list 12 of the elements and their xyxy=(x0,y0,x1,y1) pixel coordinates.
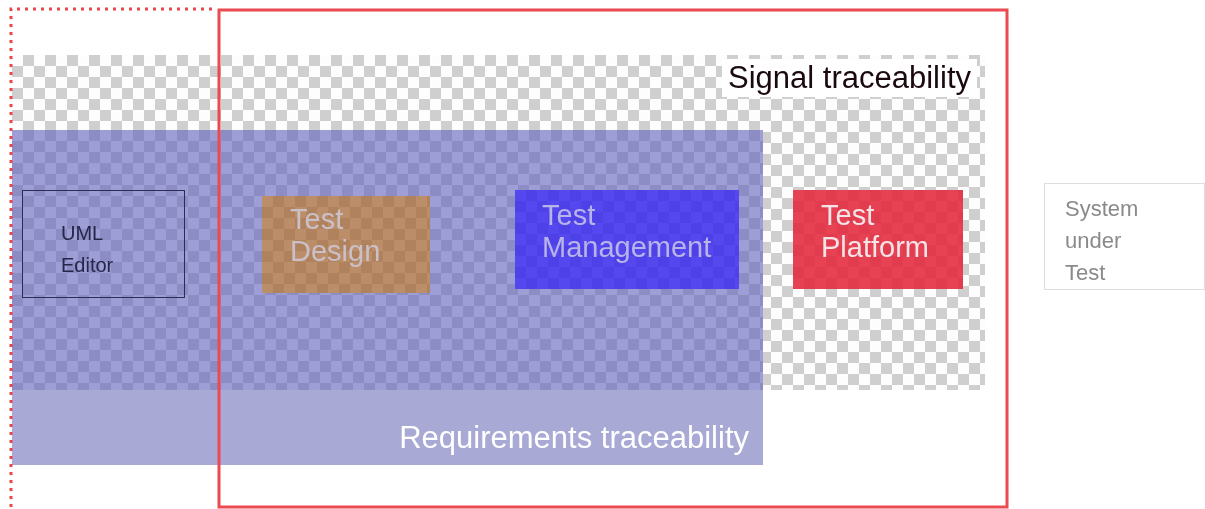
process-box xyxy=(793,190,963,289)
box-label: System under Test xyxy=(1065,195,1140,287)
box-label: Test Management xyxy=(542,200,713,264)
band-title: Signal traceability xyxy=(722,59,977,98)
box-label: Test Design xyxy=(290,204,382,268)
process-box xyxy=(515,190,739,289)
system-box xyxy=(1044,183,1205,290)
box-label: UML Editor xyxy=(61,221,115,278)
process-box xyxy=(22,190,185,298)
band-title: Requirements traceability xyxy=(399,420,749,455)
process-box xyxy=(262,196,430,293)
box-label: Test Platform xyxy=(821,200,930,264)
